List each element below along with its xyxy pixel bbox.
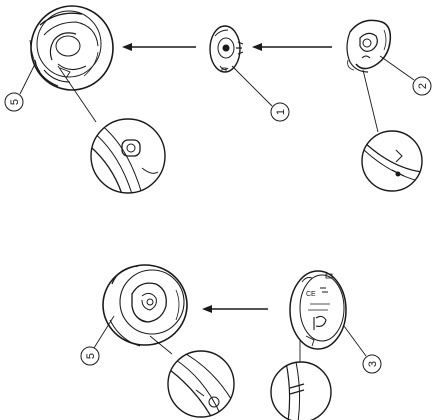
arrow-left-bottom — [202, 305, 268, 313]
svg-text:CE: CE — [306, 291, 316, 298]
zoom-detail-housing-edge — [149, 335, 235, 418]
svg-text:3: 3 — [367, 361, 379, 367]
center-disc-part — [209, 25, 244, 73]
zoom-detail-sensor-clip — [270, 340, 332, 420]
zoom-detail-housing-slot — [57, 65, 166, 194]
callout-leaders — [19, 55, 415, 357]
mounting-plate-part — [346, 19, 392, 73]
sensor-back-part: CE — [289, 270, 347, 350]
callout-3: 3 — [362, 354, 382, 374]
housing-part-bottom — [102, 264, 188, 347]
callout-5-top: 5 — [4, 92, 24, 112]
svg-text:5: 5 — [9, 99, 21, 105]
svg-text:5: 5 — [85, 353, 97, 359]
arrow-left-top-1 — [122, 43, 196, 51]
callout-5-bottom: 5 — [80, 346, 100, 366]
callout-1: 1 — [270, 102, 290, 122]
svg-text:1: 1 — [275, 109, 287, 115]
arrow-left-top-2 — [252, 43, 332, 51]
housing-part-top — [29, 5, 114, 91]
callout-2: 2 — [412, 76, 432, 96]
svg-text:2: 2 — [417, 83, 429, 89]
